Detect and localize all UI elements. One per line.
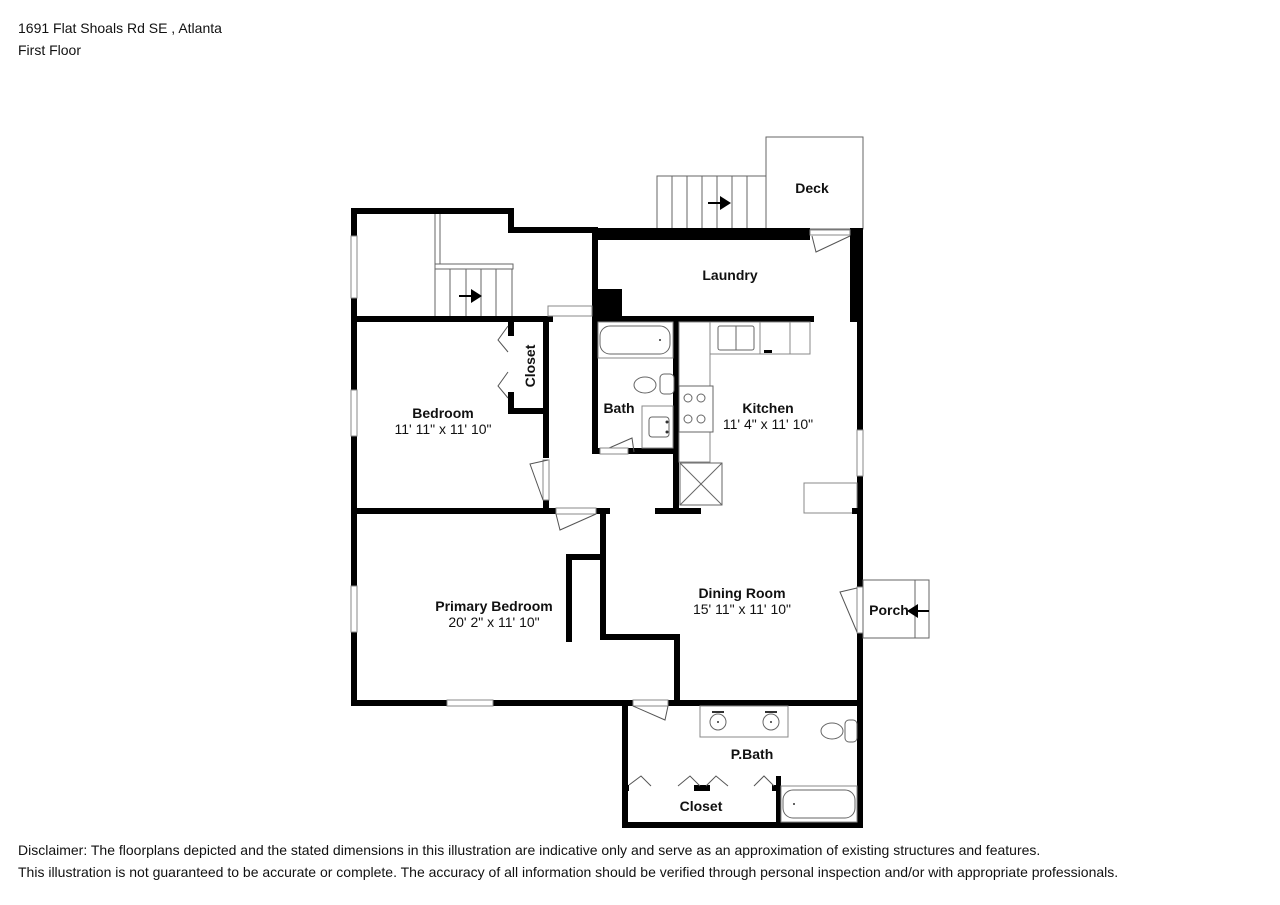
stair-arrow-icon bbox=[459, 289, 482, 303]
interior-stairs bbox=[434, 214, 514, 318]
kitchen-cabinet bbox=[803, 482, 858, 514]
room-label-pbath: P.Bath bbox=[731, 746, 774, 762]
address-title: 1691 Flat Shoals Rd SE , Atlanta bbox=[18, 20, 222, 36]
walls bbox=[351, 208, 863, 828]
sink-icon bbox=[641, 405, 674, 449]
sink-icon bbox=[709, 711, 727, 731]
room-label-pbath-closet: Closet bbox=[680, 798, 723, 814]
room-label-bath: Bath bbox=[603, 400, 634, 416]
room-label-deck: Deck bbox=[795, 180, 829, 196]
room-label-kitchen: Kitchen bbox=[742, 400, 793, 416]
toilet-icon bbox=[633, 373, 675, 395]
room-dims-kitchen: 11' 4" x 11' 10" bbox=[723, 416, 813, 432]
room-dims-primary-bedroom: 20' 2" x 11' 10" bbox=[448, 614, 539, 630]
sink-icon bbox=[717, 325, 755, 351]
room-label-laundry: Laundry bbox=[702, 267, 757, 283]
door-swing-icon bbox=[497, 229, 864, 787]
deck bbox=[656, 136, 864, 230]
room-dims-bedroom: 11' 11" x 11' 10" bbox=[394, 421, 491, 437]
room-label-dining-room: Dining Room bbox=[698, 585, 785, 601]
room-label-porch: Porch bbox=[869, 602, 909, 618]
stair-arrow-icon bbox=[708, 196, 731, 210]
toilet-icon bbox=[820, 719, 858, 743]
room-label-bedroom: Bedroom bbox=[412, 405, 473, 421]
disclaimer-line-1: Disclaimer: The floorplans depicted and … bbox=[18, 842, 1041, 858]
stair-arrow-icon bbox=[907, 604, 929, 618]
room-dims-dining-room: 15' 11" x 11' 10" bbox=[693, 601, 791, 617]
sink-icon bbox=[762, 711, 780, 731]
fridge-icon bbox=[679, 462, 723, 506]
disclaimer-line-2: This illustration is not guaranteed to b… bbox=[18, 864, 1119, 880]
room-label-closet: Closet bbox=[522, 344, 538, 387]
window-icon bbox=[350, 235, 864, 707]
bathtub-icon bbox=[597, 321, 674, 359]
stove-icon bbox=[678, 385, 714, 433]
room-label-primary-bedroom: Primary Bedroom bbox=[435, 598, 552, 614]
bathtub-icon bbox=[780, 785, 858, 823]
double-vanity bbox=[699, 705, 789, 738]
floor-label: First Floor bbox=[18, 42, 81, 58]
porch bbox=[862, 579, 930, 639]
